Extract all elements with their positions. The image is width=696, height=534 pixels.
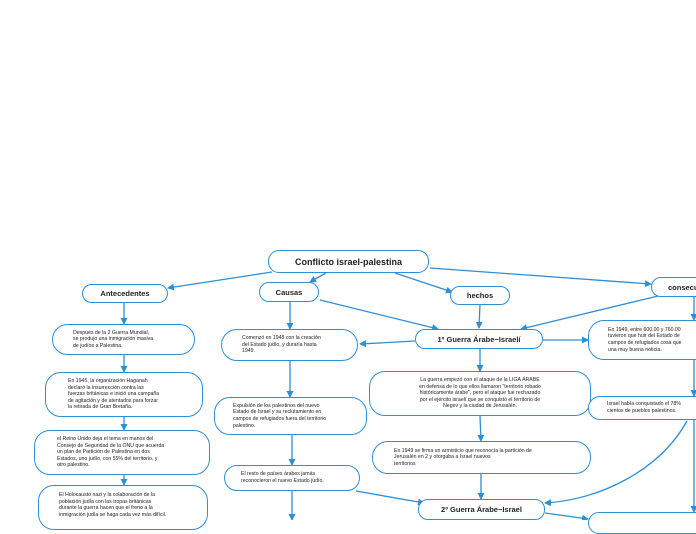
con-2-text: Israel había conquistado el 78% cientos … — [607, 401, 681, 414]
edge-hechos-guerra1 — [475, 303, 483, 329]
node-g1-a[interactable]: La guerra empezó con el ataque de la LIG… — [369, 371, 591, 416]
root-label: Conflicto israel-palestina — [294, 256, 403, 267]
causas-label: Causas — [275, 287, 303, 297]
edge-root-causas — [309, 272, 327, 283]
connector-layer — [120, 267, 696, 520]
edge-guerra2-right — [544, 512, 589, 520]
edge-con2-guerra2 — [544, 420, 688, 507]
node-cau-1[interactable]: Comenzó en 1948 con la creación del Esta… — [221, 329, 358, 361]
cau-3-text: El resto de países árabes jamás reconoci… — [241, 471, 324, 484]
edge-root-antecedentes — [167, 271, 273, 291]
guerra-2-label: 2º Guerra Árabe−Israel — [441, 505, 522, 514]
node-hechos[interactable]: hechos — [450, 286, 510, 305]
cau-2-text: Expulsión de los palestinos del nuevo Es… — [233, 402, 327, 429]
ant-4-text: El Holocausto nazi y la colaboración de … — [59, 492, 167, 518]
edge-g1-b — [477, 415, 485, 442]
node-con-2[interactable]: Israel había conquistado el 78% cientos … — [588, 396, 696, 420]
edge-root-hechos — [394, 272, 453, 294]
node-causas[interactable]: Causas — [259, 282, 319, 302]
node-antecedentes[interactable]: Antecedentes — [82, 284, 168, 303]
node-guerra-2[interactable]: 2º Guerra Árabe−Israel — [418, 499, 545, 520]
edge-root-consecuencias — [429, 267, 652, 288]
hechos-label: hechos — [466, 291, 494, 300]
ant-2-text: En 1945, la organización Haganah declaró… — [68, 378, 160, 411]
node-ant-2[interactable]: En 1945, la organización Haganah declaró… — [45, 372, 203, 417]
con-1-text: En 1949, entre 600.00 y 760.00 tuvieron … — [608, 326, 682, 353]
node-con-3[interactable] — [588, 512, 696, 534]
root-node[interactable]: Conflicto israel-palestina — [268, 250, 429, 273]
edge-consecuencias-guerra1 — [520, 295, 659, 331]
node-consecuencias[interactable]: consecu — [651, 277, 696, 297]
g1-a-text: La guerra empezó con el ataque de la LIG… — [419, 377, 541, 410]
g1-b-text: En 1949 se firma un armisticio que recon… — [394, 447, 532, 467]
guerra-1-label: 1º Guerra Árabe−Israelí — [437, 334, 521, 344]
edge-cau3-guerra2 — [355, 490, 425, 506]
node-cau-2[interactable]: Expulsión de los palestinos del nuevo Es… — [214, 397, 367, 435]
node-g1-b[interactable]: En 1949 se firma un armisticio que recon… — [372, 441, 591, 474]
node-con-1[interactable]: En 1949, entre 600.00 y 760.00 tuvieron … — [588, 320, 696, 360]
ant-3-text: el Reino Unido deja el tema en manos del… — [57, 436, 165, 469]
ant-1-text: Después de la 2 Guerra Mundial, se produ… — [73, 329, 154, 349]
node-ant-4[interactable]: El Holocausto nazi y la colaboración de … — [38, 485, 208, 530]
node-guerra-1[interactable]: 1º Guerra Árabe−Israelí — [415, 329, 543, 349]
node-ant-3[interactable]: el Reino Unido deja el tema en manos del… — [34, 430, 210, 475]
mind-map-canvas: Conflicto israel-palestina Antecedentes … — [34, 250, 696, 534]
edge-causas-guerra1 — [319, 299, 439, 331]
consecuencias-label: consecu — [668, 282, 696, 292]
node-cau-3[interactable]: El resto de países árabes jamás reconoci… — [224, 465, 360, 491]
cau-1-text: Comenzó en 1948 con la creación del Esta… — [242, 335, 321, 355]
antecedentes-label: Antecedentes — [100, 289, 150, 298]
edge-guerra1-cau1 — [359, 340, 416, 348]
node-ant-1[interactable]: Después de la 2 Guerra Mundial, se produ… — [52, 324, 195, 355]
